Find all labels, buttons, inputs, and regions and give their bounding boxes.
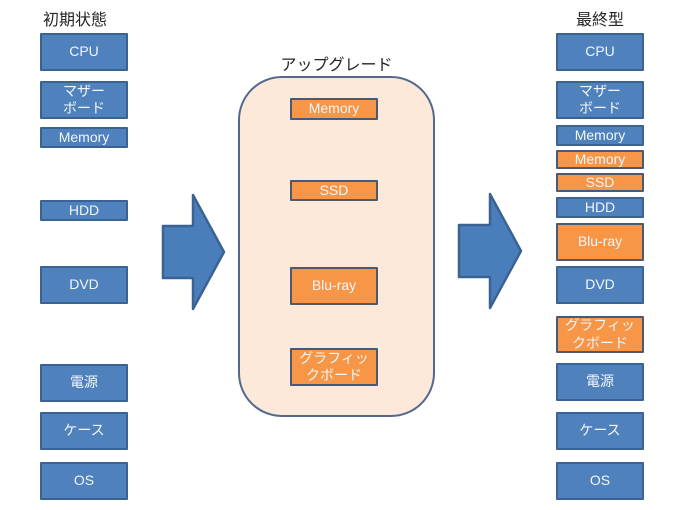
right-arrow-icon bbox=[161, 193, 226, 311]
initial-box-hdd: HDD bbox=[40, 200, 128, 221]
final-box-hdd: HDD bbox=[556, 197, 644, 218]
initial-box-power: 電源 bbox=[40, 364, 128, 402]
final-box-os: OS bbox=[556, 462, 644, 500]
final-box-ssd: SSD bbox=[556, 173, 644, 192]
initial-box-motherboard: マザー ボード bbox=[40, 81, 128, 119]
initial-box-os: OS bbox=[40, 462, 128, 500]
initial-box-cpu: CPU bbox=[40, 33, 128, 71]
final-box-case: ケース bbox=[556, 412, 644, 450]
initial-box-case: ケース bbox=[40, 412, 128, 450]
final-box-cpu: CPU bbox=[556, 33, 644, 71]
final-form-title: 最終型 bbox=[575, 12, 624, 29]
initial-box-dvd: DVD bbox=[40, 266, 128, 304]
upgrade-box-ssd: SSD bbox=[290, 180, 378, 201]
final-box-graphics: グラフィッ クボード bbox=[556, 316, 644, 353]
initial-box-memory: Memory bbox=[40, 127, 128, 148]
final-box-bluray: Blu-ray bbox=[556, 223, 644, 261]
final-box-motherboard: マザー ボード bbox=[556, 81, 644, 119]
upgrade-box-graphics: グラフィッ クボード bbox=[290, 348, 378, 386]
upgrade-box-memory: Memory bbox=[290, 98, 378, 120]
final-box-dvd: DVD bbox=[556, 266, 644, 304]
upgrade-title: アップグレード bbox=[280, 57, 393, 74]
final-box-memory-2: Memory bbox=[556, 150, 644, 169]
final-box-memory-1: Memory bbox=[556, 125, 644, 146]
right-arrow-icon bbox=[457, 192, 523, 310]
final-box-power: 電源 bbox=[556, 363, 644, 401]
initial-state-title: 初期状態 bbox=[43, 12, 108, 29]
upgrade-box-bluray: Blu-ray bbox=[290, 267, 378, 305]
